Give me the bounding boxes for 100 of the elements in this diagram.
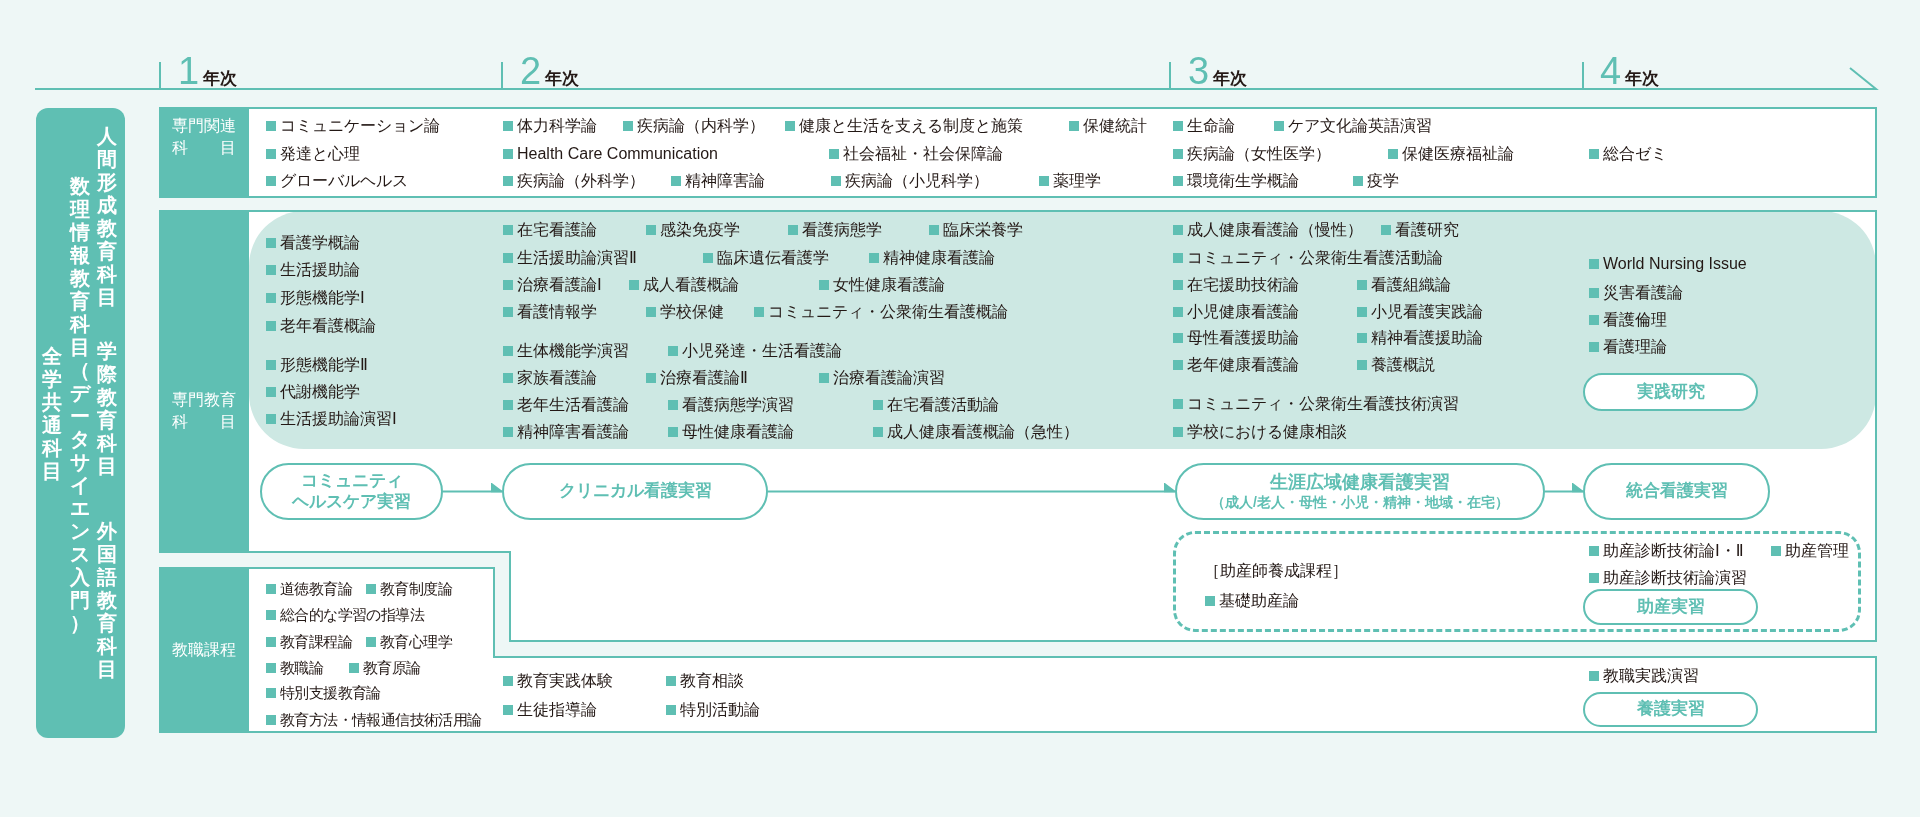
course-name: 体力科学論 (502, 115, 597, 137)
course-name: 老年健康看護論 (1172, 354, 1299, 376)
course-name: 生活援助論演習Ⅰ (265, 408, 397, 430)
course-name: 社会福祉・社会保障論 (828, 143, 1003, 165)
course-name: 疾病論（外科学） (502, 170, 645, 192)
course-name: World Nursing Issue (1588, 253, 1747, 275)
course-name: 臨床遺伝看護学 (702, 247, 829, 269)
course-name: 精神障害論 (670, 170, 765, 192)
course-name: 看護理論 (1588, 336, 1667, 358)
course-name: 小児発達・生活看護論 (667, 340, 842, 362)
course-name: 看護病態学 (787, 219, 882, 241)
vertical-heading: 人間形成教育科目 (97, 125, 117, 309)
practicum-subtitle: （成人/老人・母性・小児・精神・地域・在宅） (1211, 493, 1509, 511)
flow-arrow (442, 481, 503, 493)
course-name: 生活援助論 (265, 259, 360, 281)
course-name: 精神障害看護論 (502, 421, 629, 443)
practicum-pill: コミュニティヘルスケア実習 (260, 463, 443, 520)
course-name: 小児看護実践論 (1356, 301, 1483, 323)
course-name: 環境衛生学概論 (1172, 170, 1299, 192)
course-name: 看護学概論 (265, 232, 360, 254)
course-name: 特別支援教育論 (265, 683, 381, 703)
practicum-pill (1175, 463, 1545, 520)
course-name: 老年生活看護論 (502, 394, 629, 416)
course-name: 感染免疫学 (645, 219, 740, 241)
course-name: 在宅看護論 (502, 219, 597, 241)
course-name: 疾病論（小児科学） (830, 170, 989, 192)
course-name: 教育心理学 (365, 632, 452, 652)
course-name: 薬理学 (1038, 170, 1101, 192)
course-name: 生命論 (1172, 115, 1235, 137)
course-name: 養護概説 (1356, 354, 1435, 376)
flow-arrow (767, 481, 1176, 493)
course-name: 精神看護援助論 (1356, 327, 1483, 349)
course-name: 看護組織論 (1356, 274, 1451, 296)
course-name: 成人健康看護論（慢性） (1172, 219, 1363, 241)
practicum-pill: クリニカル看護実習 (502, 463, 768, 520)
course-name: 学校保健 (645, 301, 724, 323)
course-name: 形態機能学Ⅰ (265, 287, 365, 309)
course-name: 家族看護論 (502, 367, 597, 389)
course-name: 生徒指導論 (502, 699, 597, 721)
course-name: 教育制度論 (365, 579, 452, 599)
course-name: 治療看護論Ⅰ (502, 274, 602, 296)
vertical-heading: 学際教育科目 (97, 340, 117, 478)
course-name: 在宅援助技術論 (1172, 274, 1299, 296)
practicum-pill: 実践研究 (1583, 373, 1758, 411)
course-name: 総合的な学習の指導法 (265, 605, 424, 625)
practicum-title: 生涯広域健康看護実習 (1270, 472, 1450, 494)
course-name: 治療看護論演習 (818, 367, 945, 389)
course-name: 教育方法・情報通信技術活用論 (265, 710, 482, 730)
flow-arrow (1544, 481, 1584, 493)
course-name: 教職論 (265, 658, 324, 678)
course-name: コミュニティ・公衆衛生看護技術演習 (1172, 393, 1459, 415)
course-name: 教育実践体験 (502, 670, 613, 692)
course-name: 看護倫理 (1588, 309, 1667, 331)
course-name: 健康と生活を支える制度と施策 (784, 115, 1023, 137)
course-name: 教育相談 (665, 670, 744, 692)
group-title: ［助産師養成課程］ (1204, 561, 1348, 581)
course-name: 学校における健康相談 (1172, 421, 1347, 443)
course-name: 疫学 (1352, 170, 1399, 192)
course-name: 特別活動論 (665, 699, 760, 721)
course-name: 発達と心理 (265, 143, 360, 165)
category-band (36, 108, 125, 738)
course-name: 助産管理 (1770, 540, 1849, 562)
practicum-pill: 助産実習 (1583, 589, 1758, 625)
category-heading: 専門関連科目 (172, 116, 236, 158)
category-heading: 教職課程 (172, 640, 236, 660)
course-name: 小児健康看護論 (1172, 301, 1299, 323)
course-name: 助産診断技術論演習 (1588, 567, 1747, 589)
course-name: 基礎助産論 (1204, 590, 1299, 612)
vertical-heading: 数理情報教育科目（データサイエンス入門） (70, 175, 90, 635)
course-name: 教職実践演習 (1588, 665, 1699, 687)
course-name: 保健統計 (1068, 115, 1147, 137)
dashed-group-box (1173, 531, 1861, 632)
vertical-heading: 全学共通科目 (42, 345, 62, 483)
course-name: 道徳教育論 (265, 579, 352, 599)
practicum-pill: 統合看護実習 (1583, 463, 1770, 520)
course-name: 生活援助論演習Ⅱ (502, 247, 637, 269)
course-name: Health Care Communication (502, 143, 718, 165)
course-name: 災害看護論 (1588, 282, 1683, 304)
course-name: 在宅看護活動論 (872, 394, 999, 416)
course-name: コミュニティ・公衆衛生看護概論 (753, 301, 1008, 323)
course-name: ケア文化論英語演習 (1273, 115, 1432, 137)
course-name: 看護病態学演習 (667, 394, 794, 416)
course-name: 精神健康看護論 (868, 247, 995, 269)
course-name: 臨床栄養学 (928, 219, 1023, 241)
course-name: 母性看護援助論 (1172, 327, 1299, 349)
practicum-pill: 養護実習 (1583, 692, 1758, 727)
course-name: 女性健康看護論 (818, 274, 945, 296)
course-name: 看護情報学 (502, 301, 597, 323)
course-name: 治療看護論Ⅱ (645, 367, 748, 389)
course-name: 疾病論（内科学） (622, 115, 765, 137)
course-name: 母性健康看護論 (667, 421, 794, 443)
course-name: 保健医療福祉論 (1387, 143, 1514, 165)
vertical-heading: 外国語教育科目 (97, 520, 117, 681)
course-name: 成人健康看護概論（急性） (872, 421, 1079, 443)
course-name: 成人看護概論 (628, 274, 739, 296)
course-name: コミュニケーション論 (265, 115, 440, 137)
course-name: 代謝機能学 (265, 381, 360, 403)
course-name: 形態機能学Ⅱ (265, 354, 368, 376)
course-name: グローバルヘルス (265, 170, 408, 192)
course-name: コミュニティ・公衆衛生看護活動論 (1172, 247, 1443, 269)
